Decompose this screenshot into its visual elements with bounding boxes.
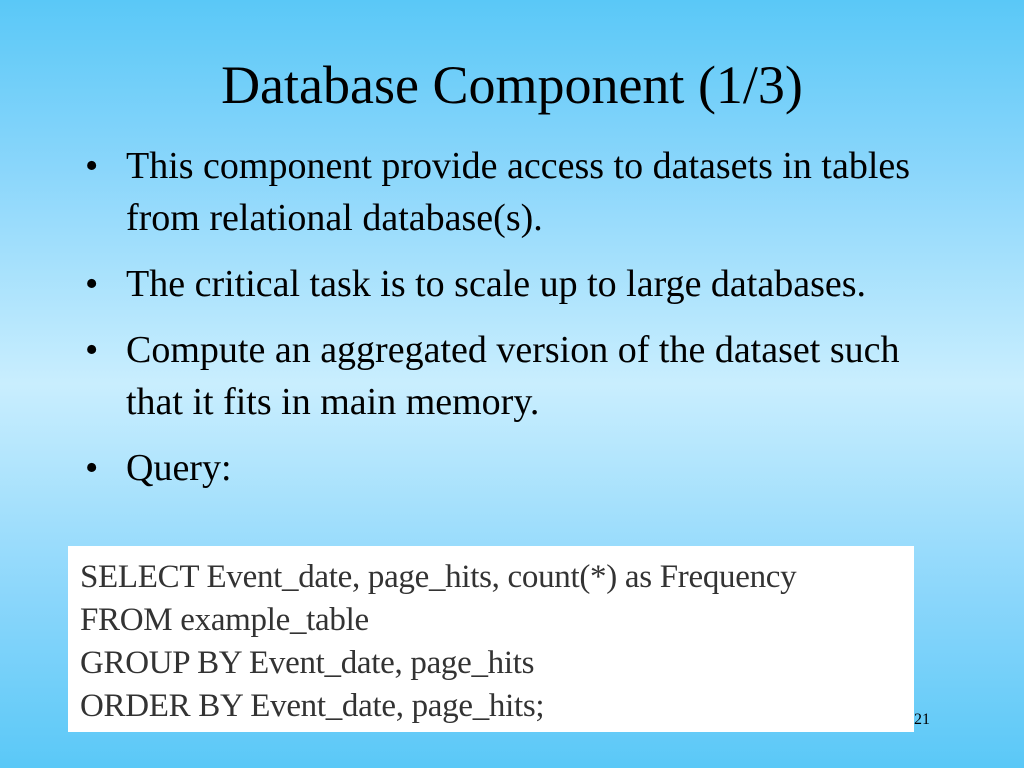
bullet-list: • This component provide access to datas… <box>85 140 935 508</box>
bullet-marker: • <box>85 263 99 305</box>
sql-query-box: SELECT Event_date, page_hits, count(*) a… <box>68 546 914 732</box>
sql-query-line: SELECT Event_date, page_hits, count(*) a… <box>80 559 797 595</box>
bullet-text: Compute an aggregated version of the dat… <box>126 329 900 423</box>
bullet-marker: • <box>85 145 99 187</box>
bullet-item: • The critical task is to scale up to la… <box>85 258 935 310</box>
bullet-item: • Compute an aggregated version of the d… <box>85 324 935 428</box>
sql-query-line: FROM example_table <box>80 602 369 638</box>
bullet-marker: • <box>85 329 99 371</box>
bullet-text: Query: <box>126 447 232 489</box>
page-number: 21 <box>914 711 930 728</box>
slide-title: Database Component (1/3) <box>221 55 803 115</box>
bullet-item: • Query: <box>85 442 935 494</box>
sql-query-line: ORDER BY Event_date, page_hits; <box>80 688 545 724</box>
bullet-item: • This component provide access to datas… <box>85 140 935 244</box>
bullet-marker: • <box>85 447 99 489</box>
bullet-text: The critical task is to scale up to larg… <box>126 263 867 305</box>
sql-query-line: GROUP BY Event_date, page_hits <box>80 645 535 681</box>
bullet-text: This component provide access to dataset… <box>126 145 911 239</box>
